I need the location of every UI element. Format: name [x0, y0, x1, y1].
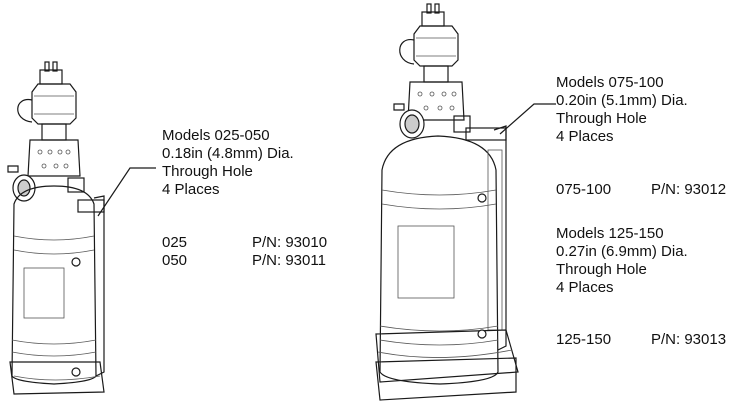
right-a-places: 4 Places	[556, 128, 614, 145]
right-leader-line	[499, 103, 556, 135]
right-b-part-model: 125-150	[556, 331, 612, 348]
left-places: 4 Places	[162, 181, 220, 198]
right-a-hole-diameter: 0.20in (5.1mm) Dia.	[556, 92, 688, 109]
right-b-hole-diameter: 0.27in (6.9mm) Dia.	[556, 243, 688, 260]
right-a-part-model: 075-100	[556, 181, 612, 198]
right-b-places: 4 Places	[556, 279, 614, 296]
large-cylinder-valve	[393, 3, 471, 139]
left-part-model: 050	[162, 252, 188, 269]
right-a-models-label: Models 075-100	[556, 74, 664, 91]
left-part-number: P/N: 93011	[252, 252, 326, 269]
small-cylinder-body	[9, 185, 105, 395]
left-part-model: 025	[162, 234, 188, 251]
right-a-part-number: P/N: 93012	[651, 181, 727, 198]
left-through-hole: Through Hole	[162, 163, 253, 180]
left-part-number: P/N: 93010	[252, 234, 328, 251]
right-b-through-hole: Through Hole	[556, 261, 647, 278]
left-leader-line	[97, 167, 156, 217]
left-models-label: Models 025-050	[162, 127, 270, 144]
large-cylinder-body	[375, 125, 519, 401]
left-hole-diameter: 0.18in (4.8mm) Dia.	[162, 145, 294, 162]
small-cylinder-valve	[7, 61, 85, 202]
right-a-through-hole: Through Hole	[556, 110, 647, 127]
right-b-part-number: P/N: 93013	[651, 331, 727, 348]
right-b-models-label: Models 125-150	[556, 225, 664, 242]
